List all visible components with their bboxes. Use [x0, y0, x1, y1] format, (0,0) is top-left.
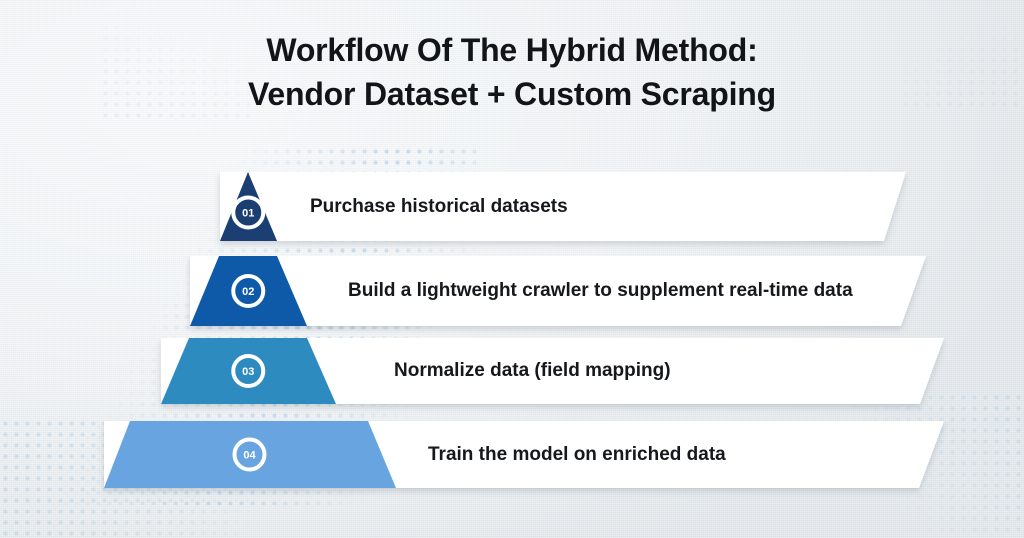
step-label-01: Purchase historical datasets: [310, 196, 568, 217]
step-number-04: 04: [243, 450, 256, 462]
page-title: Workflow Of The Hybrid Method: Vendor Da…: [0, 28, 1024, 116]
step-label-02: Build a lightweight crawler to supplemen…: [348, 280, 853, 301]
step-number-02: 02: [242, 286, 254, 298]
title-line-2: Vendor Dataset + Custom Scraping: [248, 76, 776, 112]
pyramid-step-04[interactable]: 04 Train the model on enriched data: [0, 421, 1024, 488]
step-number-01: 01: [242, 208, 254, 220]
title-line-1: Workflow Of The Hybrid Method:: [266, 32, 758, 68]
step-number-03: 03: [242, 366, 254, 378]
pyramid-step-03[interactable]: 03 Normalize data (field mapping): [0, 338, 1024, 404]
step-badge-ring-03: [231, 354, 266, 388]
step-band-03: [161, 338, 944, 404]
step-shape-03: 03: [161, 338, 944, 404]
step-badge-core-03: [236, 359, 261, 383]
step-shape-04: 04: [104, 421, 944, 488]
step-badge-core-04: [237, 442, 262, 467]
step-label-04: Train the model on enriched data: [428, 444, 726, 465]
pyramid-step-01[interactable]: 01 Purchase historical datasets: [0, 172, 1024, 241]
step-label-03: Normalize data (field mapping): [394, 360, 671, 381]
pyramid-step-02[interactable]: 02 Build a lightweight crawler to supplem…: [0, 256, 1024, 326]
step-badge-ring-04: [232, 437, 267, 472]
